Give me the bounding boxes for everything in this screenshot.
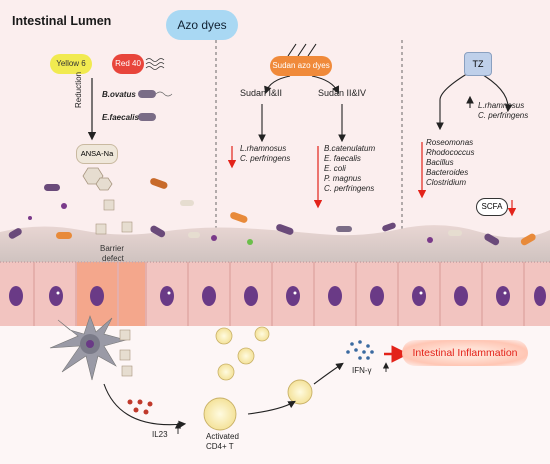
reduction-label: Reduction — [74, 71, 83, 108]
mid-right-bacterium: P. magnus — [324, 174, 362, 183]
yellow6-label: Yellow 6 — [50, 54, 92, 74]
il23-label: IL23 — [152, 430, 168, 439]
right-down-bacterium: Clostridium — [426, 178, 467, 187]
activated-label: Activated — [206, 432, 239, 441]
t-cells — [203, 326, 313, 431]
barrier-defect-label-1: Barrier — [100, 244, 125, 253]
lumen-background — [0, 0, 550, 262]
right-up-bacterium: L.rhamnosus — [478, 101, 525, 110]
mid-left-bacterium: C. perfringens — [240, 154, 291, 163]
scfa-label: SCFA — [476, 198, 508, 216]
mid-right-bacterium: E. faecalis — [324, 154, 361, 163]
right-down-bacterium: Roseomonas — [426, 138, 474, 147]
intestinal-inflammation-label: Intestinal Inflammation — [402, 340, 528, 366]
sudan-1-2-label: Sudan I&II — [240, 88, 283, 98]
mid-right-bacterium: C. perfringens — [324, 184, 375, 193]
mid-right-bacterium: E. coli — [324, 164, 346, 173]
ifn-gamma-label: IFN-γ — [352, 366, 372, 375]
mucus-layer — [0, 225, 550, 262]
e-faecalis-label: E.faecalis — [102, 113, 139, 122]
mid-right-bacterium: B.catenulatum — [324, 144, 376, 153]
barrier-defect-label-2: defect — [102, 254, 124, 263]
b-ovatus-label: B.ovatus — [102, 90, 136, 99]
sudan-azo-dyes-label: Sudan azo dyes — [270, 56, 332, 76]
right-down-bacterium: Bacillus — [426, 158, 454, 167]
cd4-t-label: CD4+ T — [206, 442, 234, 451]
ansa-na-label: ANSA-Na — [76, 144, 118, 164]
right-down-bacterium: Rhodococcus — [426, 148, 475, 157]
azo-dyes-label: Azo dyes — [166, 10, 238, 40]
diagram-title: Intestinal Lumen — [12, 14, 112, 28]
dendritic-cell — [49, 315, 128, 381]
sudan-2-4-label: Sudan II&IV — [318, 88, 367, 98]
tz-label: TZ — [464, 52, 492, 76]
red40-label: Red 40 — [112, 54, 144, 74]
right-down-bacterium: Bacteroides — [426, 168, 469, 177]
right-up-bacterium: C. perfringens — [478, 111, 529, 120]
epithelium-cells — [0, 261, 550, 326]
mid-left-bacterium: L.rhamnosus — [240, 144, 287, 153]
